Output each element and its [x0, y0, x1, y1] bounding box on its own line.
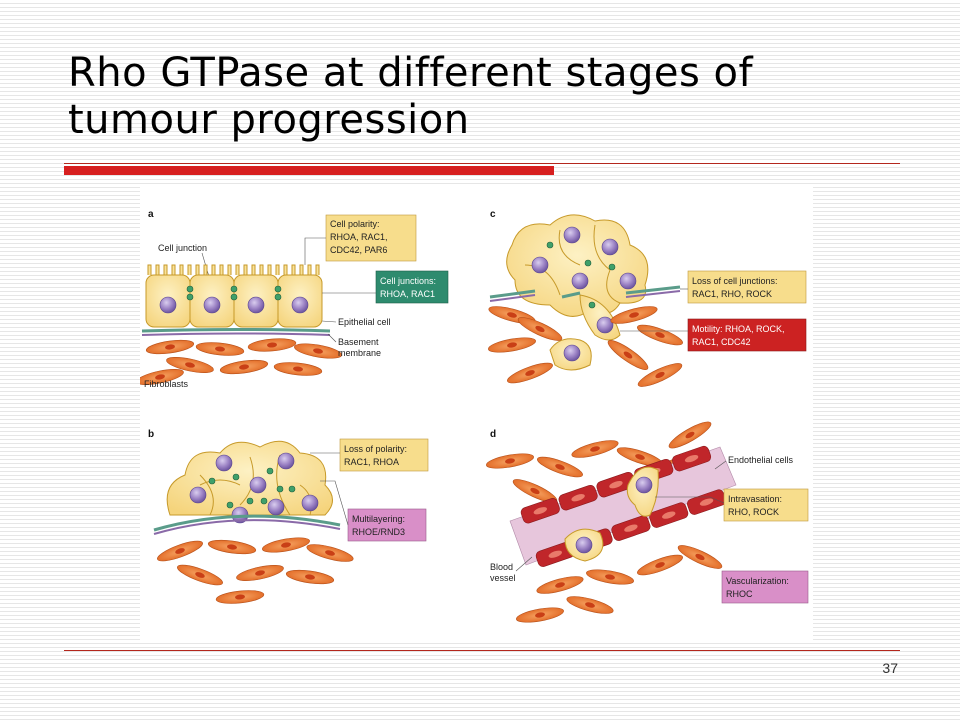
basement-membrane-label-2: membrane [338, 348, 381, 358]
basement-membrane-label-1: Basement [338, 337, 379, 347]
panel-a-label: a [148, 209, 154, 220]
cell-junctions-line1: RHOA, RAC1 [380, 289, 435, 299]
multilayering-line1: RHOE/RND3 [352, 527, 405, 537]
panel-d: d [484, 417, 809, 626]
loss-of-cell-junctions-box [687, 270, 807, 304]
panel-c-label: c [490, 209, 496, 220]
epithelial-cell-label: Epithelial cell [338, 317, 391, 327]
tumour-progression-figure: a Cell junction [140, 185, 813, 640]
motility-line1: RAC1, CDC42 [692, 337, 751, 347]
loss-polarity-line1: RAC1, RHOA [344, 457, 399, 467]
cell-junctions-title: Cell junctions: [380, 276, 436, 286]
blood-vessel-label-2: vessel [490, 573, 516, 583]
title-accent-bar [64, 166, 554, 175]
cell-polarity-title: Cell polarity: [330, 219, 380, 229]
loss-junctions-line1: RAC1, RHO, ROCK [692, 289, 772, 299]
loss-of-polarity-box [339, 438, 429, 472]
panel-d-label: d [490, 429, 496, 440]
motility-box [687, 318, 807, 352]
intravasation-line1: RHO, ROCK [728, 507, 779, 517]
title-divider [64, 163, 900, 164]
epithelial-cells-row [145, 274, 323, 328]
multilayering-title: Multilayering: [352, 514, 405, 524]
cell-polarity-line1: RHOA, RAC1, [330, 232, 388, 242]
detaching-cells [506, 214, 649, 371]
page-number: 37 [882, 660, 898, 676]
panel-b-label: b [148, 429, 154, 440]
vascularization-line1: RHOC [726, 589, 753, 599]
panel-a: a Cell junction [140, 209, 449, 389]
multilayering-box [347, 508, 427, 542]
fibroblasts-b [154, 534, 356, 606]
intravasation-title: Intravasation: [728, 494, 782, 504]
blood-vessel-label-1: Blood [490, 562, 513, 572]
vascularization-box [721, 570, 809, 604]
panel-c: c [486, 209, 807, 392]
panel-b: b Loss of polarity: [148, 429, 429, 606]
fibroblasts-label: Fibroblasts [144, 379, 189, 389]
blood-vessel [509, 444, 737, 569]
motility-title: Motility: RHOA, ROCK, [692, 324, 785, 334]
cell-junction-label: Cell junction [158, 243, 207, 253]
loss-junctions-title: Loss of cell junctions: [692, 276, 778, 286]
vascularization-title: Vascularization: [726, 576, 789, 586]
intravasation-box [723, 488, 809, 522]
loss-polarity-title: Loss of polarity: [344, 444, 407, 454]
cell-junctions-box [375, 270, 449, 304]
endothelial-cells-label: Endothelial cells [728, 455, 794, 465]
cell-polarity-box [325, 214, 417, 262]
slide-title: Rho GTPase at different stages of tumour… [68, 50, 754, 143]
multilayer-cells [166, 440, 333, 524]
cell-polarity-line2: CDC42, PAR6 [330, 245, 387, 255]
footer-divider [64, 650, 900, 651]
